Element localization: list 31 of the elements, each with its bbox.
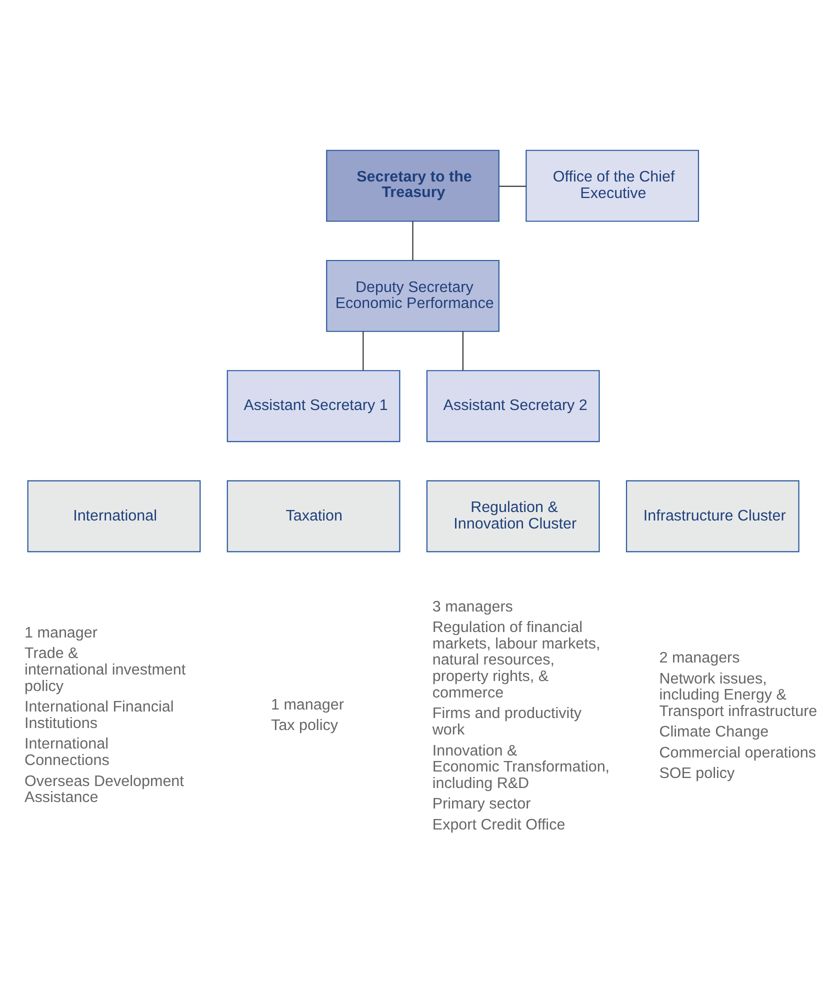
node-box: Assistant Secretary 1 [226, 370, 400, 442]
node-box: Secretary to the Treasury [326, 149, 500, 222]
node-label: International Connections [24, 735, 110, 769]
node-box: Office of the Chief Executive [526, 149, 700, 222]
node-box: Assistant Secretary 2 [426, 370, 600, 442]
node-label: Overseas Development Assistance [24, 772, 184, 806]
node-box: Regulation & Innovation Cluster [426, 480, 600, 552]
node-label: Trade & international investment policy [24, 644, 186, 694]
node-box: International [27, 480, 201, 552]
node-box: Deputy Secretary Economic Performance [326, 259, 500, 332]
node-label: International Financial Institutions [24, 698, 174, 732]
connector [499, 185, 526, 186]
node-label: 1 manager [271, 696, 344, 713]
node-label: Tax policy [271, 716, 338, 734]
connector [462, 330, 464, 370]
connector [362, 330, 364, 370]
connector [412, 220, 414, 260]
node-label: Primary sector [432, 795, 531, 812]
node-label: 3 managers [432, 598, 513, 615]
node-label: Firms and productivity work [432, 704, 582, 738]
node-label: SOE policy [659, 764, 735, 782]
node-label: Commercial operations [659, 744, 816, 761]
node-label: Network issues, including Energy & Transport infrastructure [659, 670, 818, 720]
node-label: Innovation & Economic Transformation, including R&D [432, 742, 610, 792]
node-label: Export Credit Office [432, 816, 566, 833]
node-label: 1 manager [24, 624, 98, 641]
node-box: Taxation [226, 480, 400, 552]
node-box: Infrastructure Cluster [626, 480, 800, 552]
node-label: Climate Change [659, 723, 769, 740]
node-label: Regulation of financial markets, labour markets, natural resources, property rights, & commerce [432, 618, 600, 701]
node-label: 2 managers [659, 649, 740, 666]
